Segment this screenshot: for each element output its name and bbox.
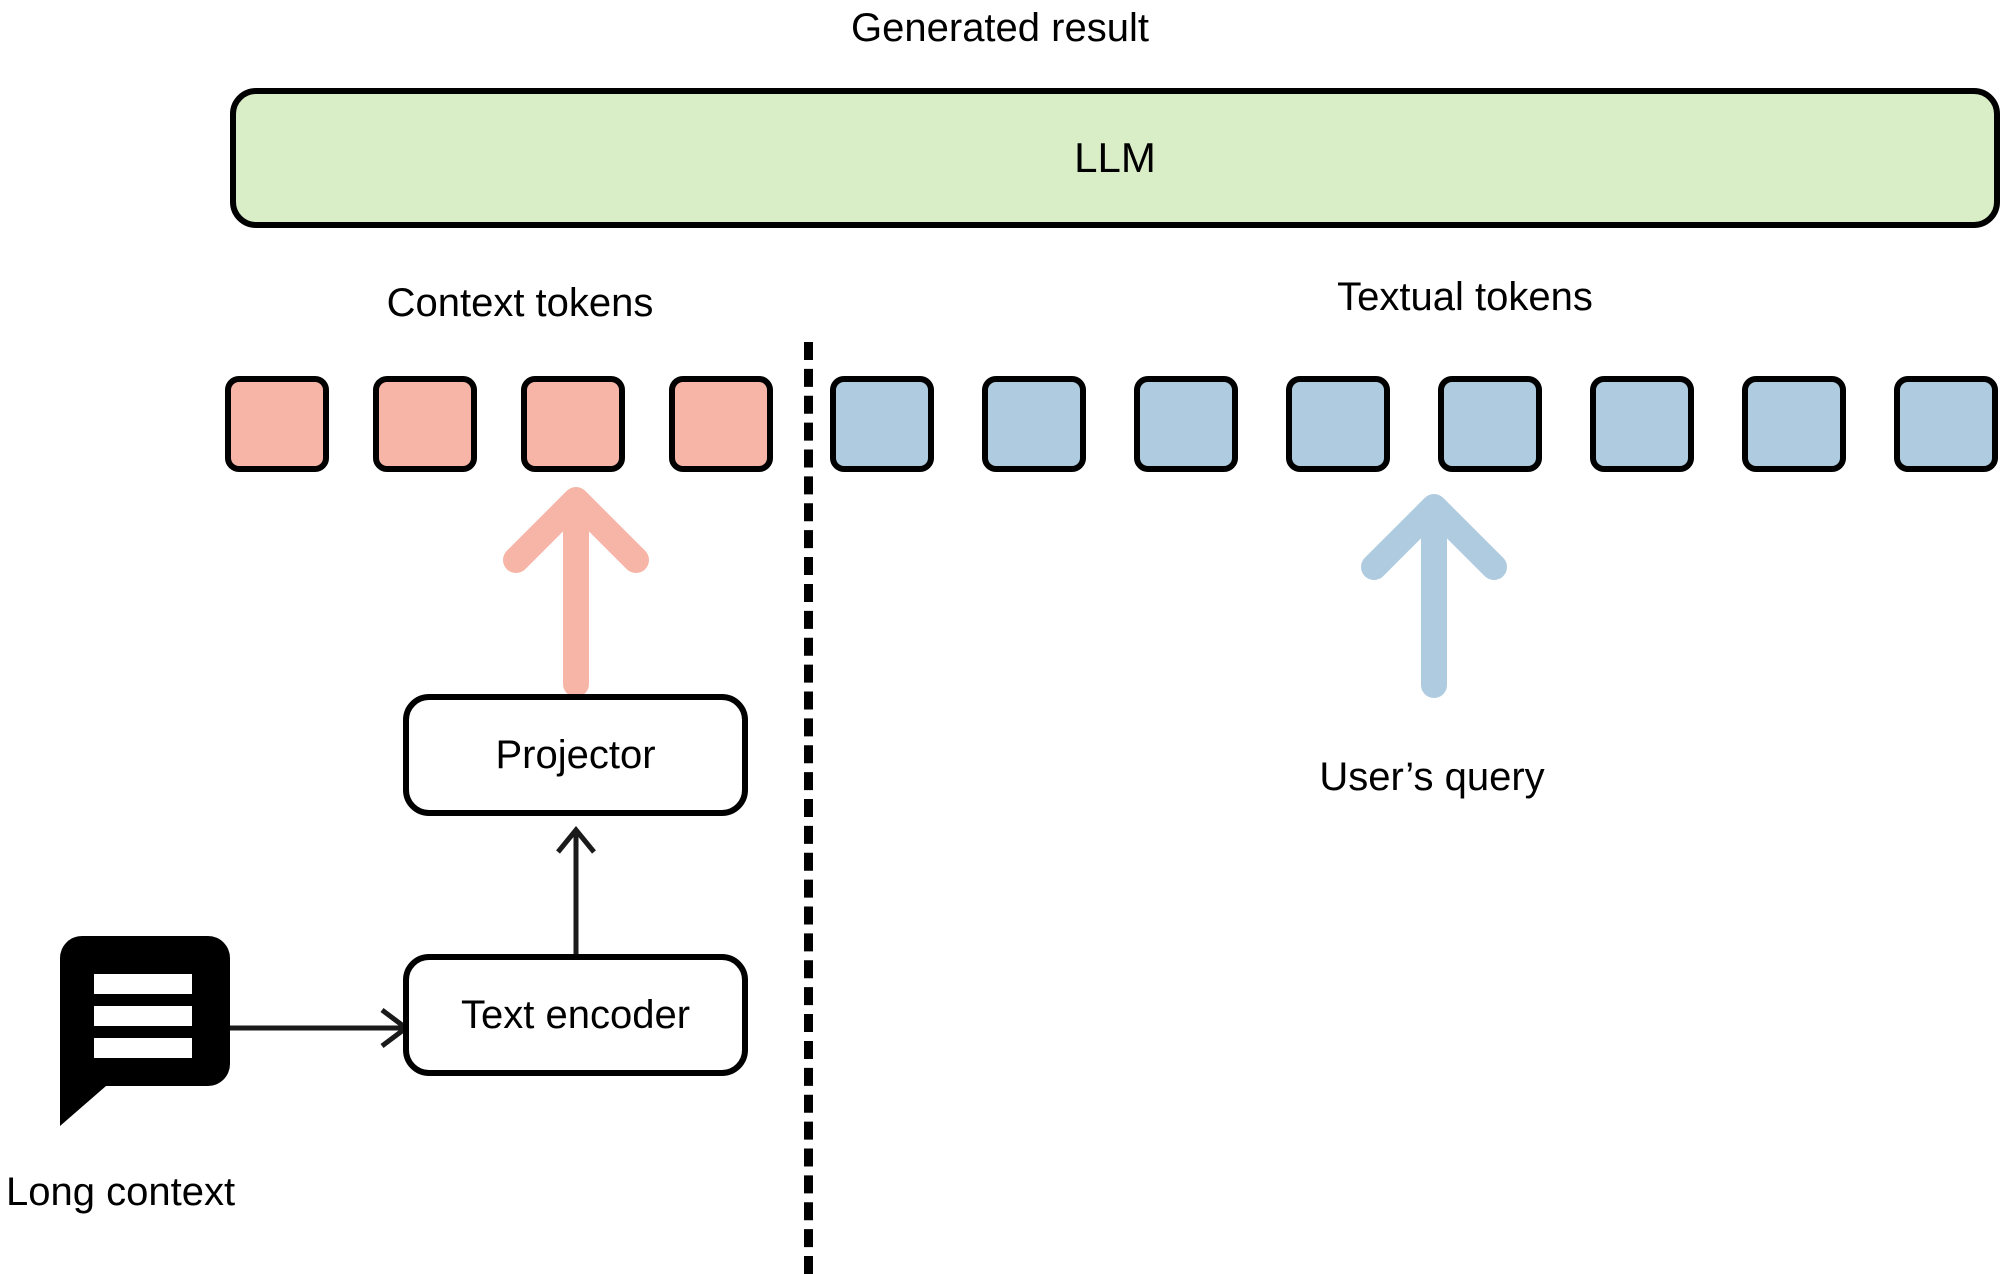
textual-token bbox=[1590, 376, 1694, 472]
dashed-vertical-divider bbox=[804, 342, 813, 1274]
projector-node-label: Projector bbox=[495, 732, 656, 777]
context-token bbox=[669, 376, 773, 472]
textual-token bbox=[1134, 376, 1238, 472]
speech-bubble-lines-icon bbox=[60, 936, 230, 1126]
llm-block: LLM bbox=[230, 88, 2000, 228]
textual-token bbox=[982, 376, 1086, 472]
context-token bbox=[225, 376, 329, 472]
textual-token bbox=[1742, 376, 1846, 472]
context-token bbox=[373, 376, 477, 472]
long-context-to-encoder-arrow bbox=[230, 1008, 411, 1048]
text-encoder-node: Text encoder bbox=[403, 954, 748, 1076]
text-encoder-node-label: Text encoder bbox=[460, 992, 691, 1037]
context-projection-arrow bbox=[503, 487, 649, 697]
long-context-caption: Long context bbox=[6, 1170, 236, 1214]
textual-token bbox=[830, 376, 934, 472]
textual-tokens-heading: Textual tokens bbox=[1337, 275, 1593, 319]
textual-token bbox=[1894, 376, 1998, 472]
context-token bbox=[521, 376, 625, 472]
textual-token bbox=[1286, 376, 1390, 472]
generated-result-label: Generated result bbox=[851, 6, 1149, 50]
textual-token bbox=[1438, 376, 1542, 472]
llm-block-label: LLM bbox=[1074, 134, 1156, 181]
projector-node: Projector bbox=[403, 694, 748, 816]
user-query-arrow bbox=[1361, 494, 1507, 698]
encoder-to-projector-arrow bbox=[556, 826, 596, 960]
context-tokens-heading: Context tokens bbox=[386, 281, 654, 325]
users-query-caption: User’s query bbox=[1319, 755, 1545, 799]
